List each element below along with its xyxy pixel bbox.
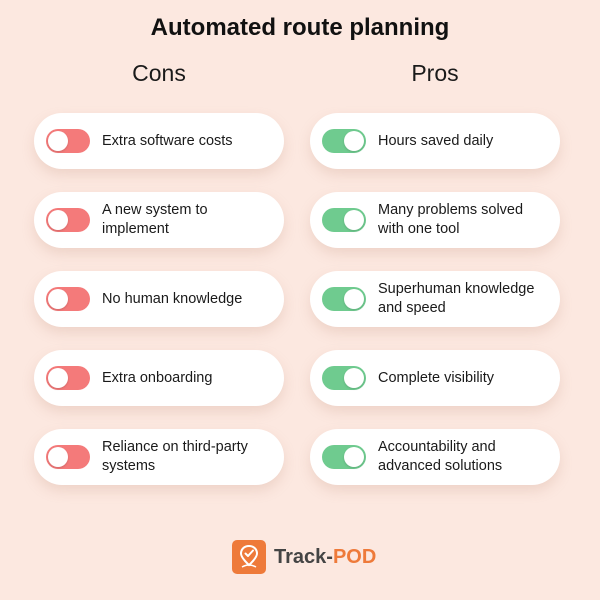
toggle-knob	[48, 210, 68, 230]
toggle-knob	[48, 447, 68, 467]
toggle-on[interactable]	[322, 445, 366, 469]
cons-item: Reliance on third-party systems	[34, 429, 284, 485]
toggle-off[interactable]	[46, 445, 90, 469]
pros-item-label: Many problems solved with one tool	[378, 202, 524, 237]
pros-item: Complete visibility	[310, 350, 560, 406]
pros-item: Accountability and advanced solutions	[310, 429, 560, 485]
pros-item-label: Complete visibility	[378, 369, 495, 386]
page-title: Automated route planning	[150, 14, 450, 41]
cons-item-label: Extra software costs	[102, 132, 233, 149]
toggle-knob	[48, 289, 68, 309]
toggle-knob	[344, 131, 364, 151]
cons-heading: Cons	[132, 60, 186, 86]
toggle-on[interactable]	[322, 208, 366, 232]
toggle-knob	[48, 131, 68, 151]
toggle-knob	[344, 289, 364, 309]
cons-item: Extra onboarding	[34, 350, 284, 406]
pros-item: Many problems solved with one tool	[310, 192, 560, 248]
cons-item-label: Extra onboarding	[102, 369, 213, 386]
pros-item: Superhuman knowledge and speed	[310, 271, 560, 327]
toggle-knob	[344, 210, 364, 230]
toggle-on[interactable]	[322, 366, 366, 390]
toggle-off[interactable]	[46, 287, 90, 311]
cons-item: No human knowledge	[34, 271, 284, 327]
toggle-on[interactable]	[322, 129, 366, 153]
location-pin-check-icon	[232, 540, 266, 574]
cons-item: A new system to implement	[34, 192, 284, 248]
cons-item: Extra software costs	[34, 113, 284, 169]
pros-item-label: Hours saved daily	[378, 132, 494, 149]
toggle-off[interactable]	[46, 366, 90, 390]
pros-heading: Pros	[411, 60, 459, 86]
cons-item-label: A new system to implement	[102, 202, 208, 237]
brand-name: Track-POD	[274, 545, 377, 568]
pros-item: Hours saved daily	[310, 113, 560, 169]
toggle-knob	[344, 447, 364, 467]
toggle-knob	[48, 368, 68, 388]
toggle-on[interactable]	[322, 287, 366, 311]
toggle-off[interactable]	[46, 129, 90, 153]
toggle-knob	[344, 368, 364, 388]
toggle-off[interactable]	[46, 208, 90, 232]
cons-item-label: No human knowledge	[102, 290, 243, 307]
pros-item-label: Superhuman knowledge and speed	[378, 281, 535, 316]
cons-item-label: Reliance on third-party systems	[102, 439, 248, 474]
brand-logo: Track-POD	[232, 540, 376, 574]
pros-item-label: Accountability and advanced solutions	[378, 439, 503, 474]
